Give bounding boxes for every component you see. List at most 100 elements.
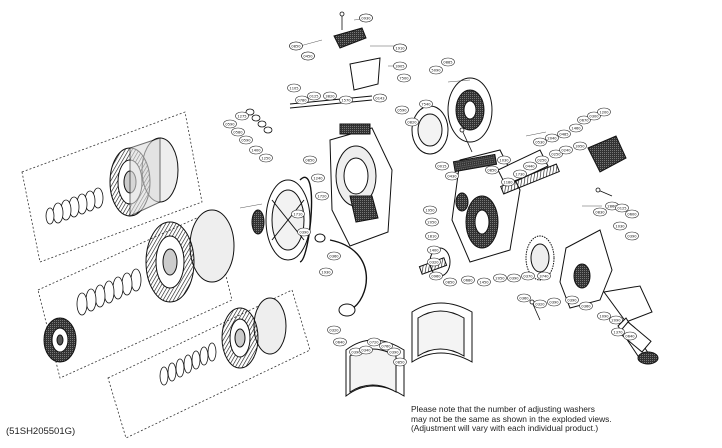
spool-1 bbox=[109, 137, 179, 217]
callout-bubble bbox=[425, 217, 439, 227]
callout-number: 0530 bbox=[535, 140, 545, 144]
bail-wire bbox=[299, 176, 367, 311]
callout-number: 0485 bbox=[559, 132, 568, 136]
callout-bubble bbox=[547, 297, 561, 307]
callout-bubble bbox=[379, 341, 393, 351]
diagram-code: (51SH205501G) bbox=[6, 426, 76, 437]
callout-number: 2040 bbox=[547, 136, 557, 140]
callout-bubble bbox=[393, 43, 407, 53]
callout-bubble bbox=[359, 345, 373, 355]
callout-bubble bbox=[405, 117, 419, 127]
callout-number: 0250 bbox=[537, 158, 547, 162]
callout-number: 1720 bbox=[317, 194, 327, 198]
callout-number: 0430 bbox=[447, 174, 457, 178]
screws bbox=[339, 11, 613, 321]
callout-bubble bbox=[289, 41, 303, 51]
callout-number: 3950 bbox=[575, 144, 585, 148]
callout-bubble bbox=[577, 115, 591, 125]
callout-number: 0830 bbox=[595, 210, 605, 214]
callout-bubble bbox=[537, 271, 551, 281]
adjusting-washer-note: Please note that the number of adjusting… bbox=[411, 404, 711, 434]
callout-number: 0360 bbox=[519, 296, 529, 300]
callout-number: 3740 bbox=[539, 274, 549, 278]
callout-number: 0390 bbox=[567, 298, 577, 302]
callout-bubble bbox=[569, 123, 583, 133]
callout-number: 0390 bbox=[299, 230, 309, 234]
callout-number: 0340 bbox=[361, 348, 371, 352]
callout-bubble bbox=[559, 145, 573, 155]
callout-bubble bbox=[435, 161, 449, 171]
note-line-3: (Adjustment will vary with each individu… bbox=[411, 423, 599, 434]
note-line-1: Please note that the number of adjusting… bbox=[411, 404, 595, 414]
callout-number: 0320 bbox=[535, 302, 545, 306]
callout-bubble bbox=[441, 57, 455, 67]
rotor-body bbox=[329, 123, 393, 247]
callout-number: 1730 bbox=[515, 172, 525, 176]
callout-bubble bbox=[235, 111, 249, 121]
spring-stack bbox=[245, 108, 273, 134]
callout-number: 1370 bbox=[613, 330, 623, 334]
spool-3 bbox=[221, 297, 287, 369]
callout-number: 1400 bbox=[251, 148, 261, 152]
part-number-callouts: 7545754539027545390575007540110501253820… bbox=[223, 13, 639, 367]
callout-number: 0680 bbox=[463, 278, 473, 282]
callout-number: 0850 bbox=[445, 280, 455, 284]
callout-bubble bbox=[393, 61, 407, 71]
reel-handle bbox=[603, 285, 659, 365]
callout-bubble bbox=[291, 209, 305, 219]
callout-number: 1570 bbox=[341, 98, 351, 102]
callout-number: 0450 bbox=[303, 54, 313, 58]
rotor-cup bbox=[251, 179, 311, 261]
callout-number: 0640 bbox=[335, 340, 345, 344]
callout-number: 0640 bbox=[625, 334, 635, 338]
callout-number: 7540 bbox=[421, 102, 431, 106]
callout-number: 2050 bbox=[495, 276, 505, 280]
callout-number: 1030 bbox=[499, 158, 509, 162]
callout-bubble bbox=[623, 331, 637, 341]
callout-number: 1105 bbox=[289, 86, 298, 90]
callout-bubble bbox=[223, 119, 237, 129]
callout-number: 0820 bbox=[407, 120, 417, 124]
callout-bubble bbox=[327, 251, 341, 261]
callout-bubble bbox=[395, 105, 409, 115]
callout-number: 0320 bbox=[429, 260, 439, 264]
callout-bubble bbox=[521, 271, 535, 281]
callout-bubble bbox=[501, 177, 515, 187]
callout-bubble bbox=[297, 227, 311, 237]
callout-number: 1950 bbox=[425, 208, 435, 212]
callout-bubble bbox=[507, 273, 521, 283]
callout-number: 0850 bbox=[395, 360, 405, 364]
callout-bubble bbox=[359, 13, 373, 23]
callout-number: 0240 bbox=[561, 148, 571, 152]
callout-bubble bbox=[485, 165, 499, 175]
note-line-2: may not be the same as shown in the expl… bbox=[411, 413, 612, 424]
callout-number: 0125 bbox=[309, 94, 318, 98]
spool-1-washers bbox=[45, 187, 104, 225]
callout-number: 0300 bbox=[589, 114, 599, 118]
callout-bubble bbox=[397, 73, 411, 83]
callout-number: 1460 bbox=[571, 126, 581, 130]
callout-number: 0390 bbox=[627, 234, 637, 238]
callout-bubble bbox=[287, 83, 301, 93]
callout-number: 0600 bbox=[627, 212, 637, 216]
callout-number: 0360 bbox=[329, 254, 339, 258]
callout-number: 0885 bbox=[443, 60, 452, 64]
callout-bubble bbox=[443, 277, 457, 287]
callout-bubble bbox=[535, 155, 549, 165]
callout-number: 0590 bbox=[397, 108, 407, 112]
callout-number: 0850 bbox=[487, 168, 497, 172]
callout-number: 0440 bbox=[525, 164, 535, 168]
callout-bubble bbox=[625, 231, 639, 241]
callout-bubble bbox=[611, 327, 625, 337]
callout-bubble bbox=[333, 337, 347, 347]
callout-bubble bbox=[311, 173, 325, 183]
rear-bearing-cap bbox=[411, 77, 493, 155]
callout-number: 1180 bbox=[503, 180, 513, 184]
sleeve-covers bbox=[345, 302, 473, 398]
callout-bubble bbox=[419, 99, 433, 109]
callout-number: 2050 bbox=[427, 220, 437, 224]
callout-bubble bbox=[625, 209, 639, 219]
callout-number: 0390 bbox=[389, 350, 399, 354]
callout-bubble bbox=[249, 145, 263, 155]
callout-bubble bbox=[295, 95, 309, 105]
